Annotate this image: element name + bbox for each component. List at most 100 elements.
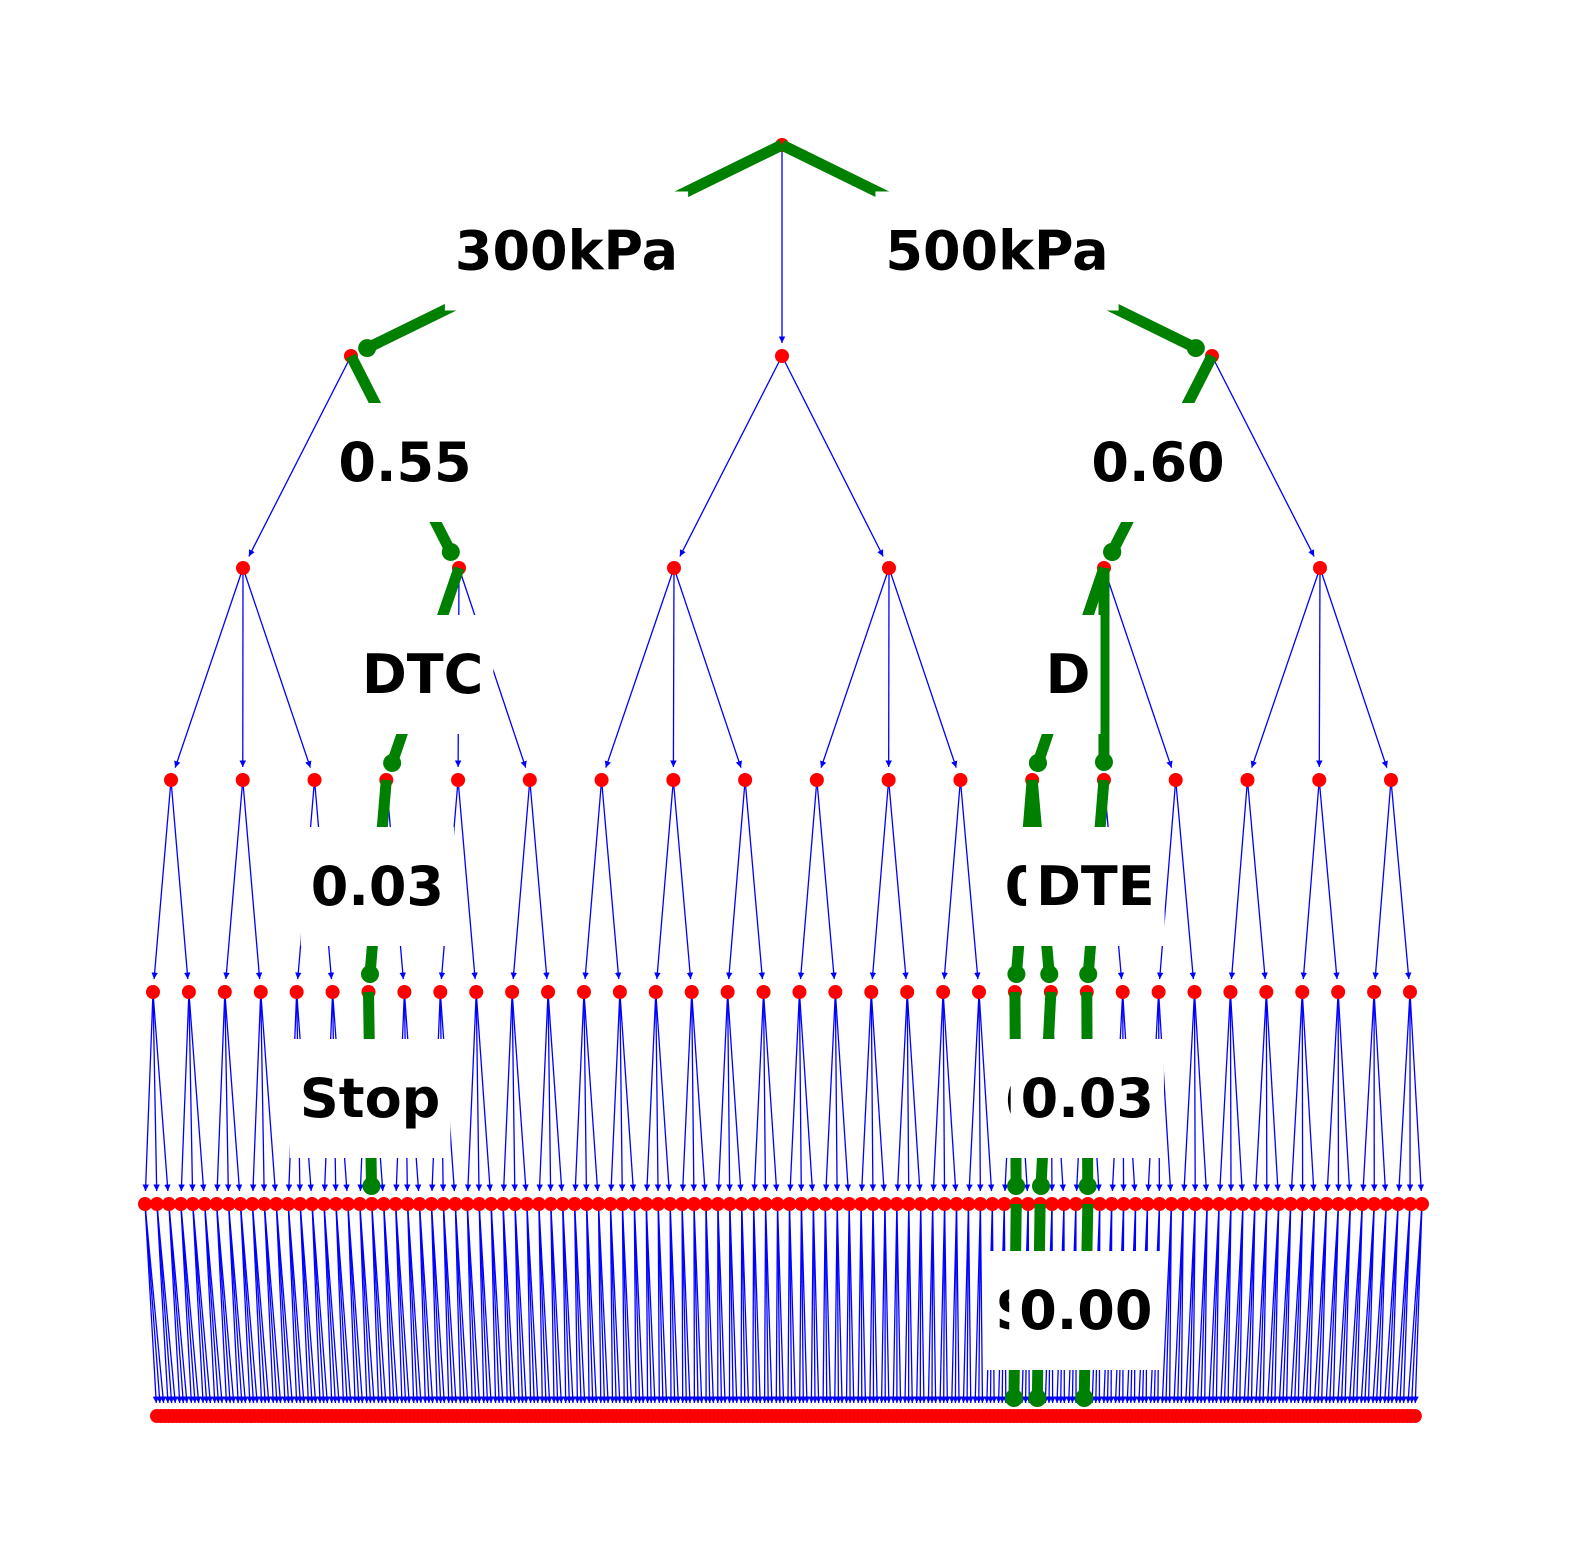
tree-node xyxy=(1367,1197,1382,1211)
tree-node xyxy=(1128,1197,1143,1211)
edge-label-path-b-0: 500kPa xyxy=(875,191,1119,311)
tree-node xyxy=(985,1197,1000,1211)
tree-edge xyxy=(511,991,518,1192)
highlight-arrowhead xyxy=(1079,965,1098,984)
tree-edge xyxy=(654,991,662,1192)
tree-node xyxy=(1343,1197,1358,1211)
tree-node xyxy=(519,1197,534,1211)
tree-edge xyxy=(359,1203,377,1404)
tree-node xyxy=(953,773,968,787)
tree-node xyxy=(675,1197,690,1211)
tree-node xyxy=(866,1197,881,1211)
tree-edge xyxy=(430,1203,448,1404)
tree-node xyxy=(325,985,340,999)
tree-node xyxy=(973,1197,988,1211)
tree-edge xyxy=(681,1203,693,1404)
tree-node xyxy=(972,985,987,999)
tree-edge xyxy=(729,1203,740,1404)
tree-edge xyxy=(643,991,657,1192)
tree-node xyxy=(877,1197,892,1211)
tree-edge xyxy=(955,1203,963,1404)
tree-edge xyxy=(529,779,550,980)
tree-edge xyxy=(726,991,733,1192)
edge-label-path-b-2: D xyxy=(1035,615,1101,734)
tree-edge xyxy=(287,1203,307,1404)
tree-edge xyxy=(585,1203,600,1404)
tree-edge xyxy=(1178,1203,1185,1404)
tree-edge xyxy=(726,991,744,1192)
tree-edge xyxy=(1372,779,1392,980)
tree-edge xyxy=(887,779,909,980)
tree-node xyxy=(505,985,520,999)
highlight-arrowhead xyxy=(1028,1389,1047,1408)
tree-node xyxy=(1200,1197,1215,1211)
tree-node xyxy=(412,1197,427,1211)
tree-edge xyxy=(1373,991,1389,1192)
tree-edge xyxy=(860,1203,869,1404)
tree-edge xyxy=(673,567,742,768)
tree-edge xyxy=(371,1203,389,1404)
tree-node xyxy=(576,985,591,999)
tree-node xyxy=(1176,1197,1191,1211)
tree-edge xyxy=(751,991,765,1192)
highlight-arrowhead xyxy=(1075,1389,1094,1408)
tree-edge xyxy=(1337,991,1353,1192)
tree-node xyxy=(913,1197,928,1211)
tree-node xyxy=(1235,1197,1250,1211)
tree-node xyxy=(1331,985,1346,999)
tree-edge xyxy=(1330,1203,1340,1404)
tree-edge xyxy=(906,991,923,1192)
tree-edge xyxy=(249,991,262,1192)
tree-node xyxy=(293,1197,308,1211)
tree-edge xyxy=(239,1203,260,1404)
edge-label-box xyxy=(875,191,1119,311)
tree-edge xyxy=(812,1203,822,1404)
tree-node xyxy=(567,1197,582,1211)
tree-node xyxy=(1283,1197,1298,1211)
tree-edge xyxy=(1395,991,1411,1192)
tree-node xyxy=(317,1197,332,1211)
tree-edge xyxy=(536,991,549,1192)
tree-edge xyxy=(204,1203,225,1404)
tree-node xyxy=(364,1197,379,1211)
tree-edge xyxy=(1365,1203,1375,1404)
tree-node xyxy=(245,1197,260,1211)
edge-label-box xyxy=(1035,615,1101,734)
tree-edge xyxy=(1228,779,1249,980)
tree-edge xyxy=(1175,779,1197,980)
tree-node xyxy=(352,1197,367,1211)
tree-edge xyxy=(609,1203,623,1404)
tree-edge xyxy=(1227,991,1235,1192)
highlight-arrowhead xyxy=(1028,753,1047,772)
tree-edge xyxy=(788,1203,799,1404)
tree-edge xyxy=(275,1203,295,1404)
tree-node xyxy=(1092,1197,1107,1211)
tree-edge xyxy=(583,991,590,1192)
tree-edge xyxy=(870,991,887,1192)
tree-edge xyxy=(224,991,232,1192)
tree-edge xyxy=(781,355,884,557)
edge-layer xyxy=(142,144,1425,1404)
tree-node xyxy=(146,985,160,999)
highlight-arrowhead xyxy=(358,339,377,358)
highlight-arrowhead xyxy=(1103,542,1122,561)
tree-edge xyxy=(943,1203,951,1404)
tree-edge xyxy=(192,1203,214,1404)
tree-node xyxy=(217,985,232,999)
tree-node xyxy=(340,1197,355,1211)
tree-edge xyxy=(251,1203,272,1404)
tree-edge xyxy=(547,991,554,1192)
tree-edge xyxy=(1306,1203,1316,1404)
tree-edge xyxy=(511,991,529,1192)
tree-node xyxy=(1104,1197,1119,1211)
tree-node xyxy=(1140,1197,1155,1211)
tree-edge xyxy=(174,567,244,768)
tree-edge xyxy=(156,1203,178,1404)
tree-edge xyxy=(715,991,729,1192)
highlight-arrowhead xyxy=(383,753,402,772)
tree-edge xyxy=(905,991,912,1192)
tree-edge xyxy=(454,1203,471,1404)
highlight-arrowhead xyxy=(1040,965,1059,984)
tree-node xyxy=(1151,985,1166,999)
tree-node xyxy=(496,1197,511,1211)
